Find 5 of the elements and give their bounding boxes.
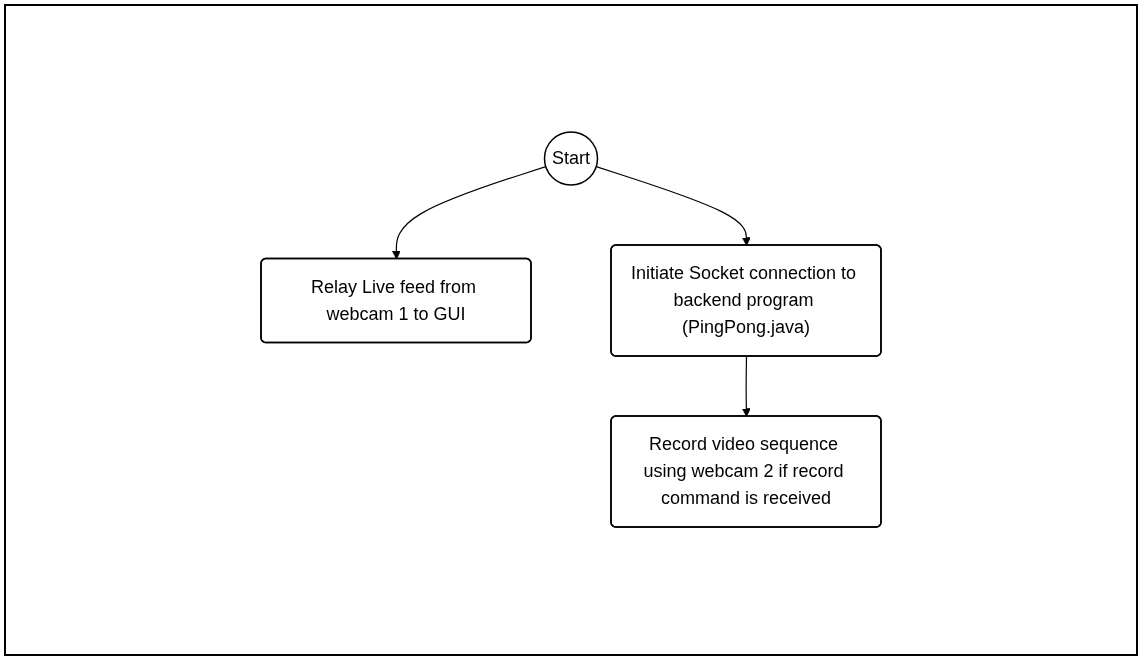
arrow bbox=[392, 166, 547, 260]
node-circle bbox=[543, 131, 599, 187]
diagram-frame: Start Relay Live feed from webcam 1 to GUI Initiate Socket connection to backend program (PingPong.java) Record video sequence using webcam 2 if record command is received bbox=[4, 4, 1138, 656]
arrow bbox=[595, 166, 751, 247]
arrow bbox=[741, 356, 751, 418]
